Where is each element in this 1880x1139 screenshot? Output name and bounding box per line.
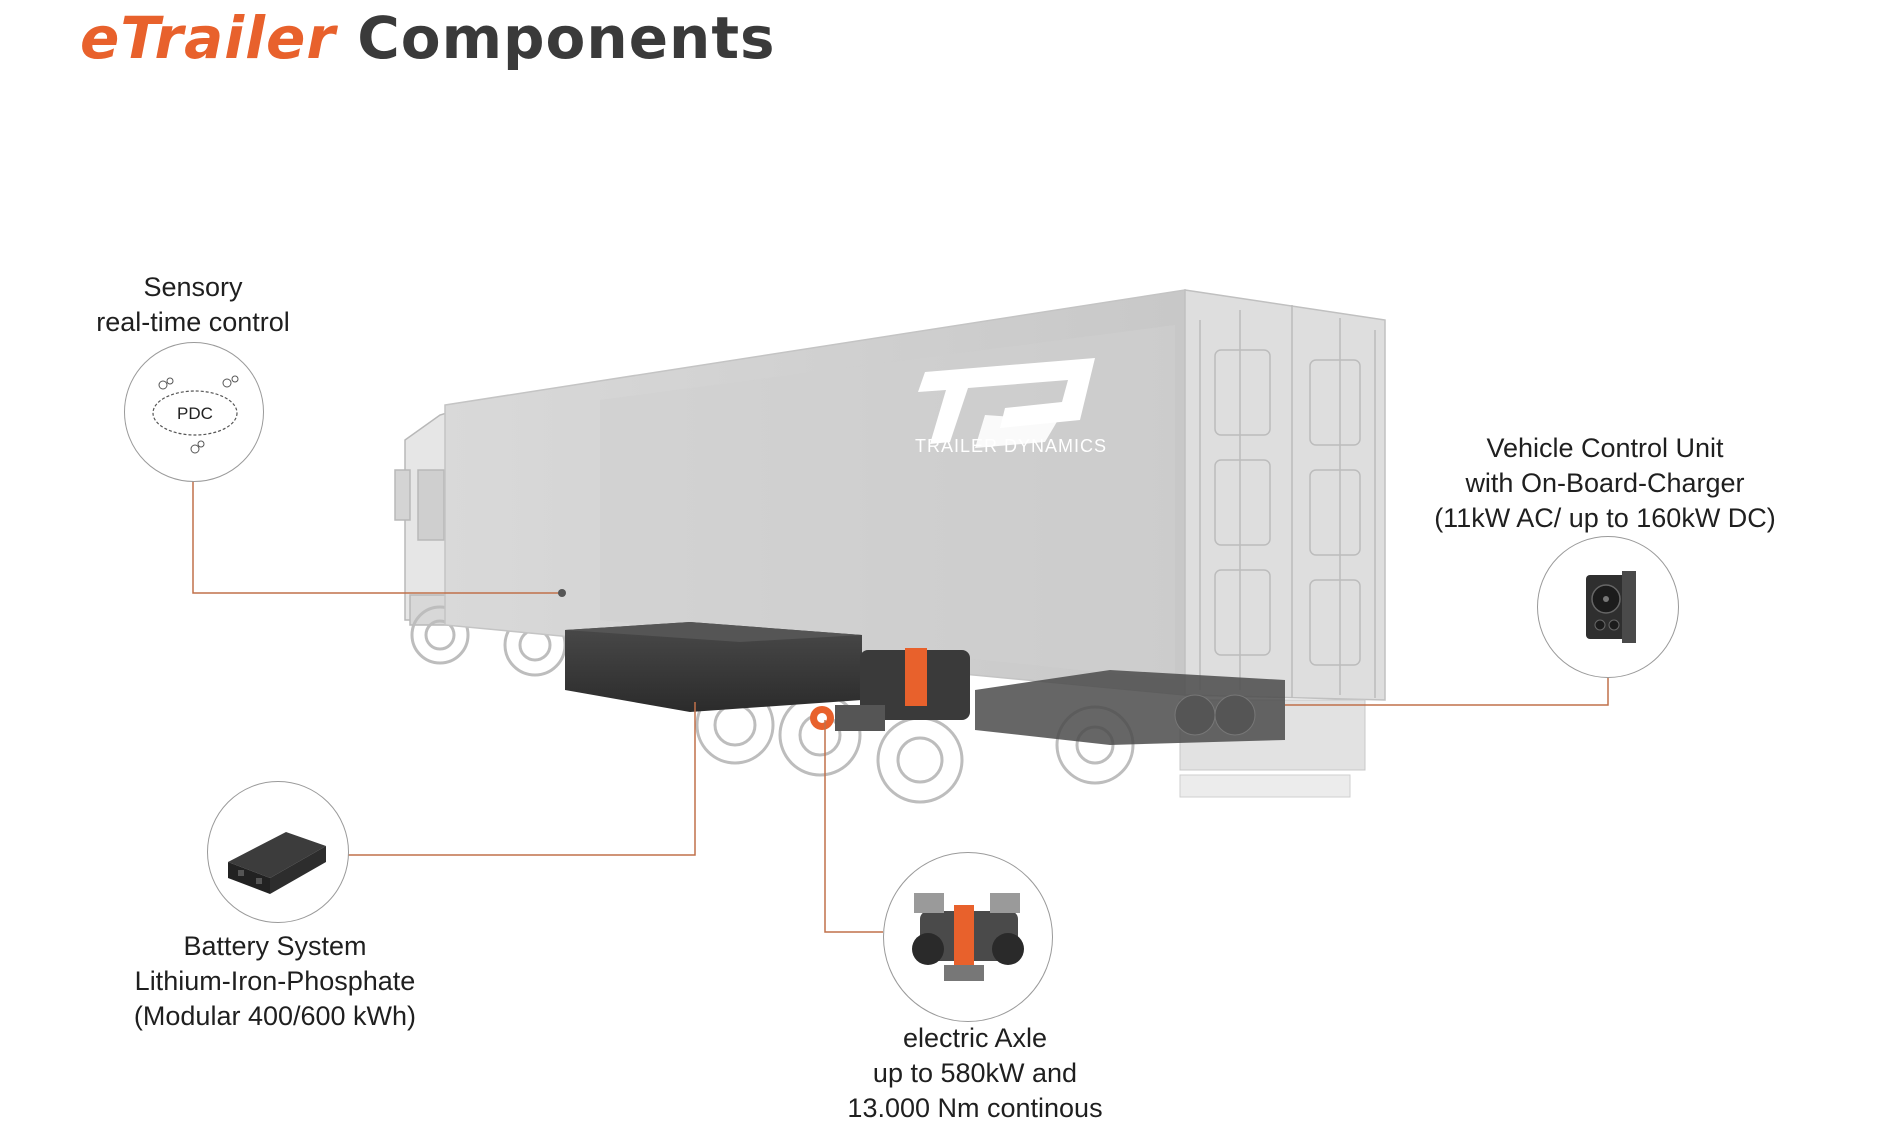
label-battery-line-3: (Modular 400/600 kWh)	[133, 1001, 417, 1031]
leader-line-vcu	[1285, 666, 1609, 706]
trailer-electric-axle	[810, 648, 970, 731]
title-components: Components	[357, 4, 776, 72]
label-vcu-line-1: Vehicle Control Unit	[1486, 433, 1724, 463]
sensor-point	[558, 589, 566, 597]
leader-line-axle	[824, 720, 883, 933]
label-battery: Battery System Lithium-Iron-Phosphate (M…	[110, 929, 440, 1034]
charging-socket-icon	[1586, 571, 1636, 643]
pdc-text: PDC	[177, 404, 213, 423]
label-vcu-line-2: with On-Board-Charger	[1465, 468, 1745, 498]
circle-battery	[207, 781, 349, 923]
battery-pack-icon	[228, 832, 326, 894]
circle-sensory: PDC	[124, 342, 264, 482]
leader-lines	[192, 480, 1609, 933]
label-sensory-line-1: Sensory	[143, 272, 243, 302]
pdc-sensor-icon: PDC	[152, 375, 239, 454]
label-axle-line-3: 13.000 Nm continous	[847, 1093, 1103, 1123]
label-axle-line-1: electric Axle	[902, 1023, 1048, 1053]
circle-axle	[883, 852, 1053, 1022]
circle-vcu	[1537, 536, 1679, 678]
trailer-battery-pack	[565, 622, 862, 712]
page-title: eTrailer Components	[80, 4, 776, 72]
label-battery-line-1: Battery System	[183, 931, 367, 961]
trailer-dynamics-logo: TRAILER DYNAMICS	[915, 358, 1107, 456]
label-sensory: Sensory real-time control	[88, 270, 298, 340]
logo-brand-text: TRAILER DYNAMICS	[915, 436, 1107, 456]
leader-line-battery	[346, 702, 696, 856]
electric-axle-icon	[912, 893, 1024, 981]
label-battery-line-2: Lithium-Iron-Phosphate	[134, 966, 416, 996]
title-etrailer: eTrailer	[80, 4, 336, 72]
label-axle-line-2: up to 580kW and	[872, 1058, 1078, 1088]
label-vcu-line-3: (11kW AC/ up to 160kW DC)	[1434, 503, 1776, 533]
leader-line-sensory	[192, 480, 562, 594]
label-sensory-line-2: real-time control	[96, 307, 290, 337]
label-axle: electric Axle up to 580kW and 13.000 Nm …	[810, 1021, 1140, 1126]
trailer-rear-components	[975, 670, 1285, 745]
label-vcu: Vehicle Control Unit with On-Board-Charg…	[1415, 431, 1795, 536]
